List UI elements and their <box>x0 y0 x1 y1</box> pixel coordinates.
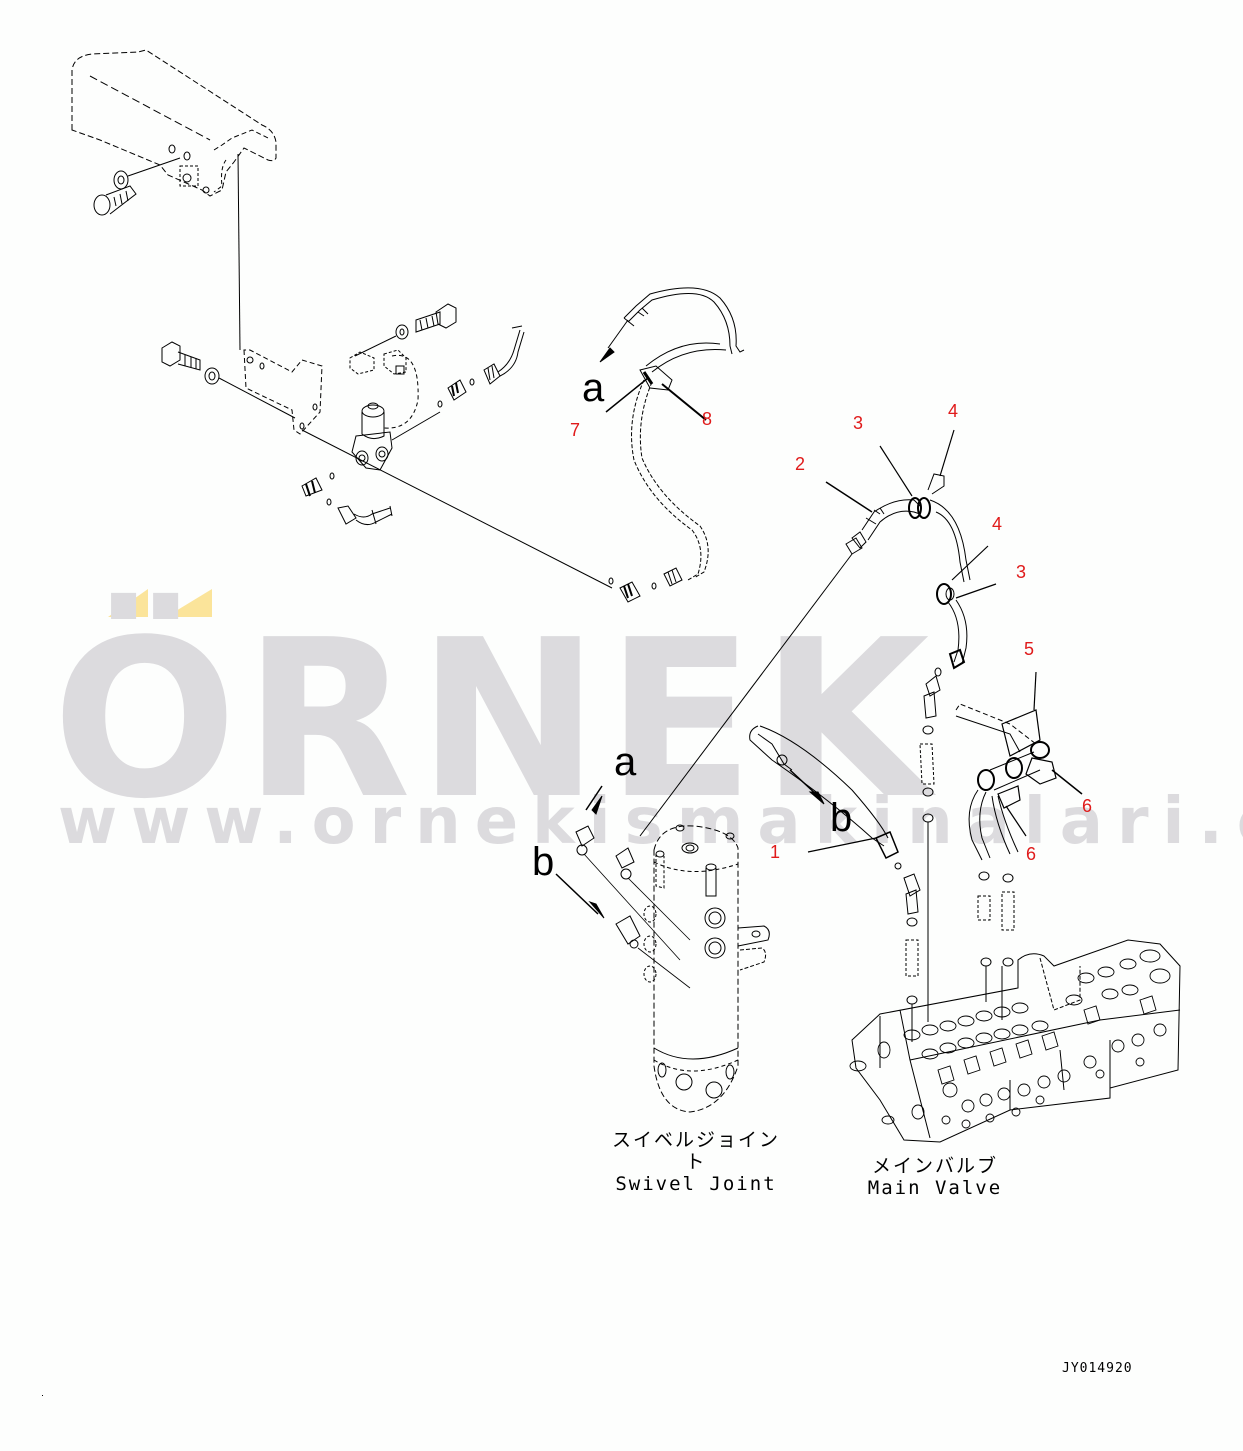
callout-7: 7 <box>570 420 581 440</box>
main-valve-label-en: Main Valve <box>867 1176 1003 1199</box>
solenoid-valve-assembly <box>162 304 612 588</box>
connection-letter-a-swivel: a <box>614 740 637 784</box>
callout-8: 8 <box>702 409 713 429</box>
callout-3-lower: 3 <box>1016 562 1027 582</box>
callout-4-upper: 4 <box>948 401 959 421</box>
swivel-joint-label-en: Swivel Joint <box>615 1172 777 1195</box>
swivel-joint-label-jp: スイベルジョイント <box>611 1129 780 1173</box>
callout-5: 5 <box>1024 639 1035 659</box>
callout-2: 2 <box>795 454 806 474</box>
connection-letter-a-top: a <box>582 366 605 410</box>
registration-dot <box>42 1395 43 1396</box>
hose-assembly-right <box>640 430 996 1022</box>
connection-letter-b-hose: b <box>830 796 853 840</box>
hose-assembly-1 <box>750 726 920 1042</box>
swivel-joint-drawing <box>556 786 769 1112</box>
main-valve-caption: メインバルブ Main Valve <box>862 1155 1008 1200</box>
callout-4-lower: 4 <box>992 514 1003 534</box>
callout-3-upper: 3 <box>853 413 864 433</box>
watermark-brand: ÖRNEK <box>52 594 936 847</box>
seat-bracket-assembly <box>72 50 276 350</box>
main-valve-drawing <box>850 940 1180 1142</box>
swivel-joint-caption: スイベルジョイント Swivel Joint <box>606 1129 786 1196</box>
callout-6-right: 6 <box>1082 796 1093 816</box>
main-valve-label-jp: メインバルブ <box>871 1155 998 1177</box>
connection-letter-b-swivel: b <box>532 840 555 884</box>
hose-assembly-upper <box>600 288 744 602</box>
callout-1: 1 <box>770 842 781 862</box>
hose-assembly-5-6 <box>956 672 1082 1020</box>
drawing-code: JY014920 <box>1062 1361 1133 1376</box>
callout-6-lower: 6 <box>1026 844 1037 864</box>
